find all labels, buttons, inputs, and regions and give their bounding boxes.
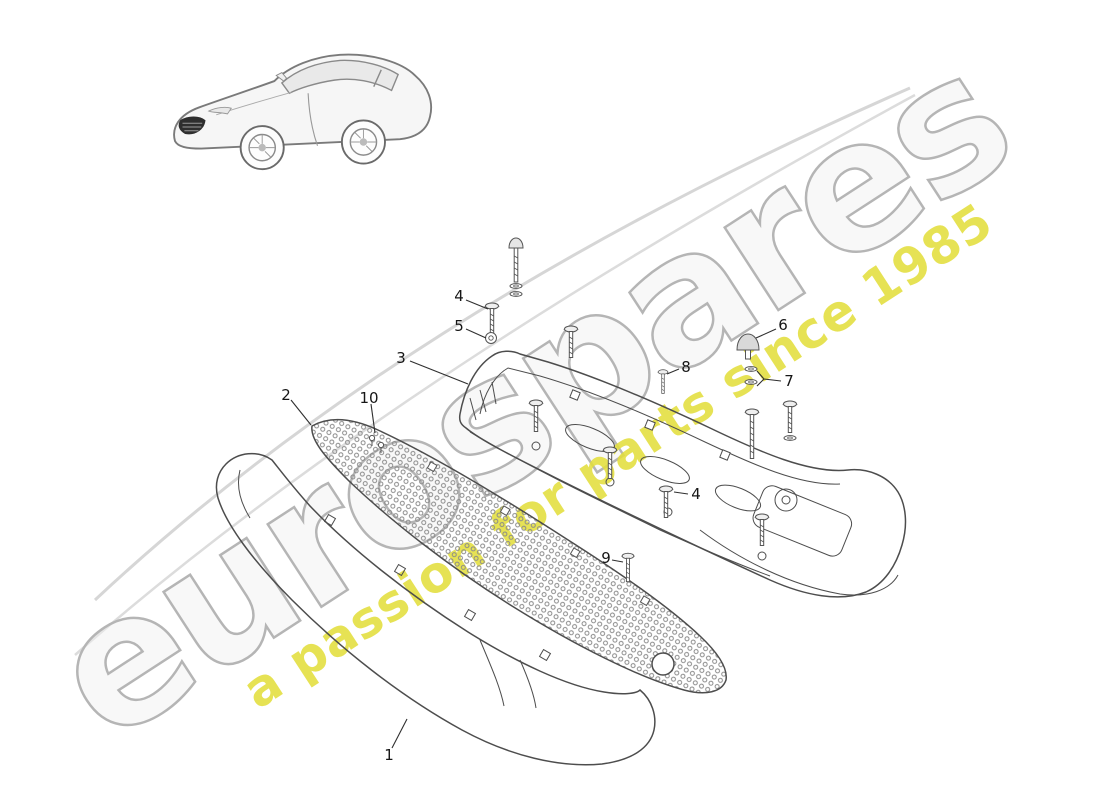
- leader-lines: [290, 299, 782, 749]
- washer: [509, 291, 523, 297]
- car-door-line: [307, 93, 319, 146]
- car-glasshouse: [280, 59, 399, 95]
- car-rear-wheel: [340, 119, 386, 165]
- car-grille-slats: [182, 122, 203, 132]
- screw: [564, 325, 578, 358]
- callout-8: 8: [681, 358, 691, 376]
- callout-9: 9: [601, 549, 611, 567]
- screw: [529, 399, 543, 432]
- car-headlight: [207, 106, 232, 115]
- car-mirror: [275, 72, 288, 82]
- callout-2: 2: [281, 386, 291, 404]
- washer-part-7: [744, 379, 758, 385]
- callout-7: 7: [784, 372, 794, 390]
- swoosh-curve-upper: [93, 86, 911, 602]
- callout-1: 1: [384, 746, 394, 764]
- screw: [783, 400, 797, 433]
- screw-part-4: [485, 302, 499, 335]
- buffer-part-6: [736, 333, 760, 360]
- grille-surround-part: [215, 452, 656, 766]
- car-front-wheel: [239, 125, 285, 171]
- grille-housing-part: [458, 350, 907, 598]
- car-grille: [178, 116, 206, 135]
- car-illustration: [173, 53, 433, 171]
- swoosh-curve-lower: [74, 93, 916, 656]
- callout-3: 3: [396, 349, 406, 367]
- screw: [603, 446, 617, 479]
- washer-part-7: [744, 366, 758, 372]
- callout-4-lower: 4: [691, 485, 701, 503]
- grommet-part-5: [485, 332, 497, 344]
- car-body: [173, 53, 433, 150]
- mesh-grille-part: [311, 418, 727, 694]
- screw-part-4-lower: [659, 485, 673, 518]
- car-b-pillar: [373, 69, 382, 87]
- callout-6: 6: [778, 316, 788, 334]
- callout-10: 10: [359, 389, 379, 407]
- stud-fastener: [508, 237, 524, 283]
- screw: [745, 408, 759, 459]
- washer: [783, 435, 797, 441]
- callout-4-upper: 4: [454, 287, 464, 305]
- screw-part-8: [657, 369, 669, 394]
- callout-5: 5: [454, 317, 464, 335]
- mesh-sensor-hole: [651, 652, 675, 676]
- washer: [509, 283, 523, 289]
